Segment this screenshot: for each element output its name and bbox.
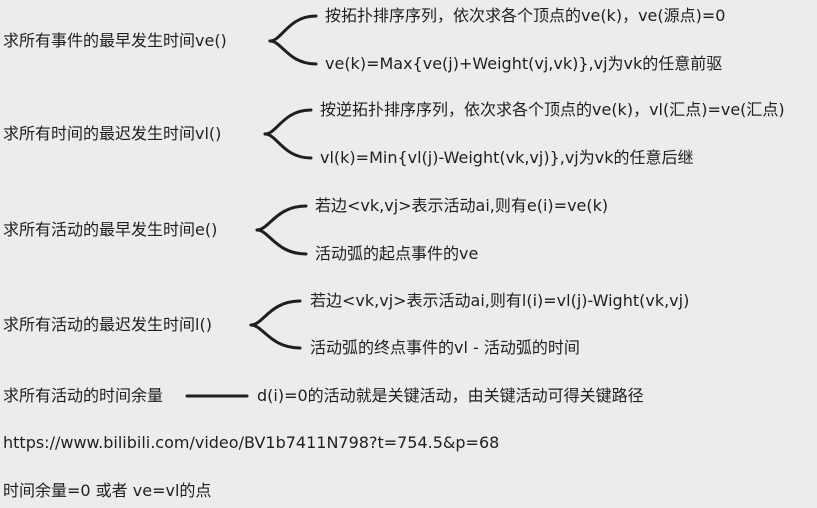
connector-vl-upper — [263, 108, 313, 136]
connector-ve-upper — [268, 14, 318, 43]
reference-link[interactable]: https://www.bilibili.com/video/BV1b7411N… — [3, 433, 500, 452]
topic-activity-latest-time: 求所有活动的最迟发生时间l() — [3, 315, 212, 334]
footer-note: 时间余量=0 或者 ve=vl的点 — [3, 481, 212, 500]
subtopic-e-start-event: 活动弧的起点事件的ve — [315, 244, 479, 263]
topic-event-latest-time: 求所有时间的最迟发生时间vl() — [3, 124, 222, 143]
connector-ve-lower — [268, 39, 318, 66]
connector-l-upper — [249, 299, 302, 327]
subtopic-critical-activity: d(i)=0的活动就是关键活动，由关键活动可得关键路径 — [257, 386, 644, 405]
topic-activity-slack: 求所有活动的时间余量 — [3, 386, 164, 405]
topic-activity-earliest-time: 求所有活动的最早发生时间e() — [3, 220, 218, 239]
subtopic-e-edge-definition: 若边<vk,vj>表示活动ai,则有e(i)=ve(k) — [315, 196, 609, 215]
connector-e-lower — [255, 228, 308, 256]
subtopic-l-edge-definition: 若边<vk,vj>表示活动ai,则有l(i)=vl(j)-Wight(vk,vj… — [310, 291, 690, 310]
subtopic-vl-reverse-order: 按逆拓扑排序序列，依次求各个顶点的ve(k)，vl(汇点)=ve(汇点) — [320, 100, 785, 119]
subtopic-ve-formula: ve(k)=Max{ve(j)+Weight(vj,vk)},vj为vk的任意前… — [325, 54, 723, 73]
connector-vl-lower — [263, 132, 313, 160]
subtopic-vl-formula: vl(k)=Min{vl(j)-Weight(vk,vj)},vj为vk的任意后… — [320, 148, 694, 167]
subtopic-l-end-event: 活动弧的终点事件的vl - 活动弧的时间 — [310, 338, 580, 357]
topic-event-earliest-time: 求所有事件的最早发生时间ve() — [3, 31, 227, 50]
subtopic-ve-topological-order: 按拓扑排序序列，依次求各个顶点的ve(k)，ve(源点)=0 — [325, 6, 726, 25]
connector-l-lower — [249, 323, 302, 350]
connector-e-upper — [255, 204, 308, 232]
